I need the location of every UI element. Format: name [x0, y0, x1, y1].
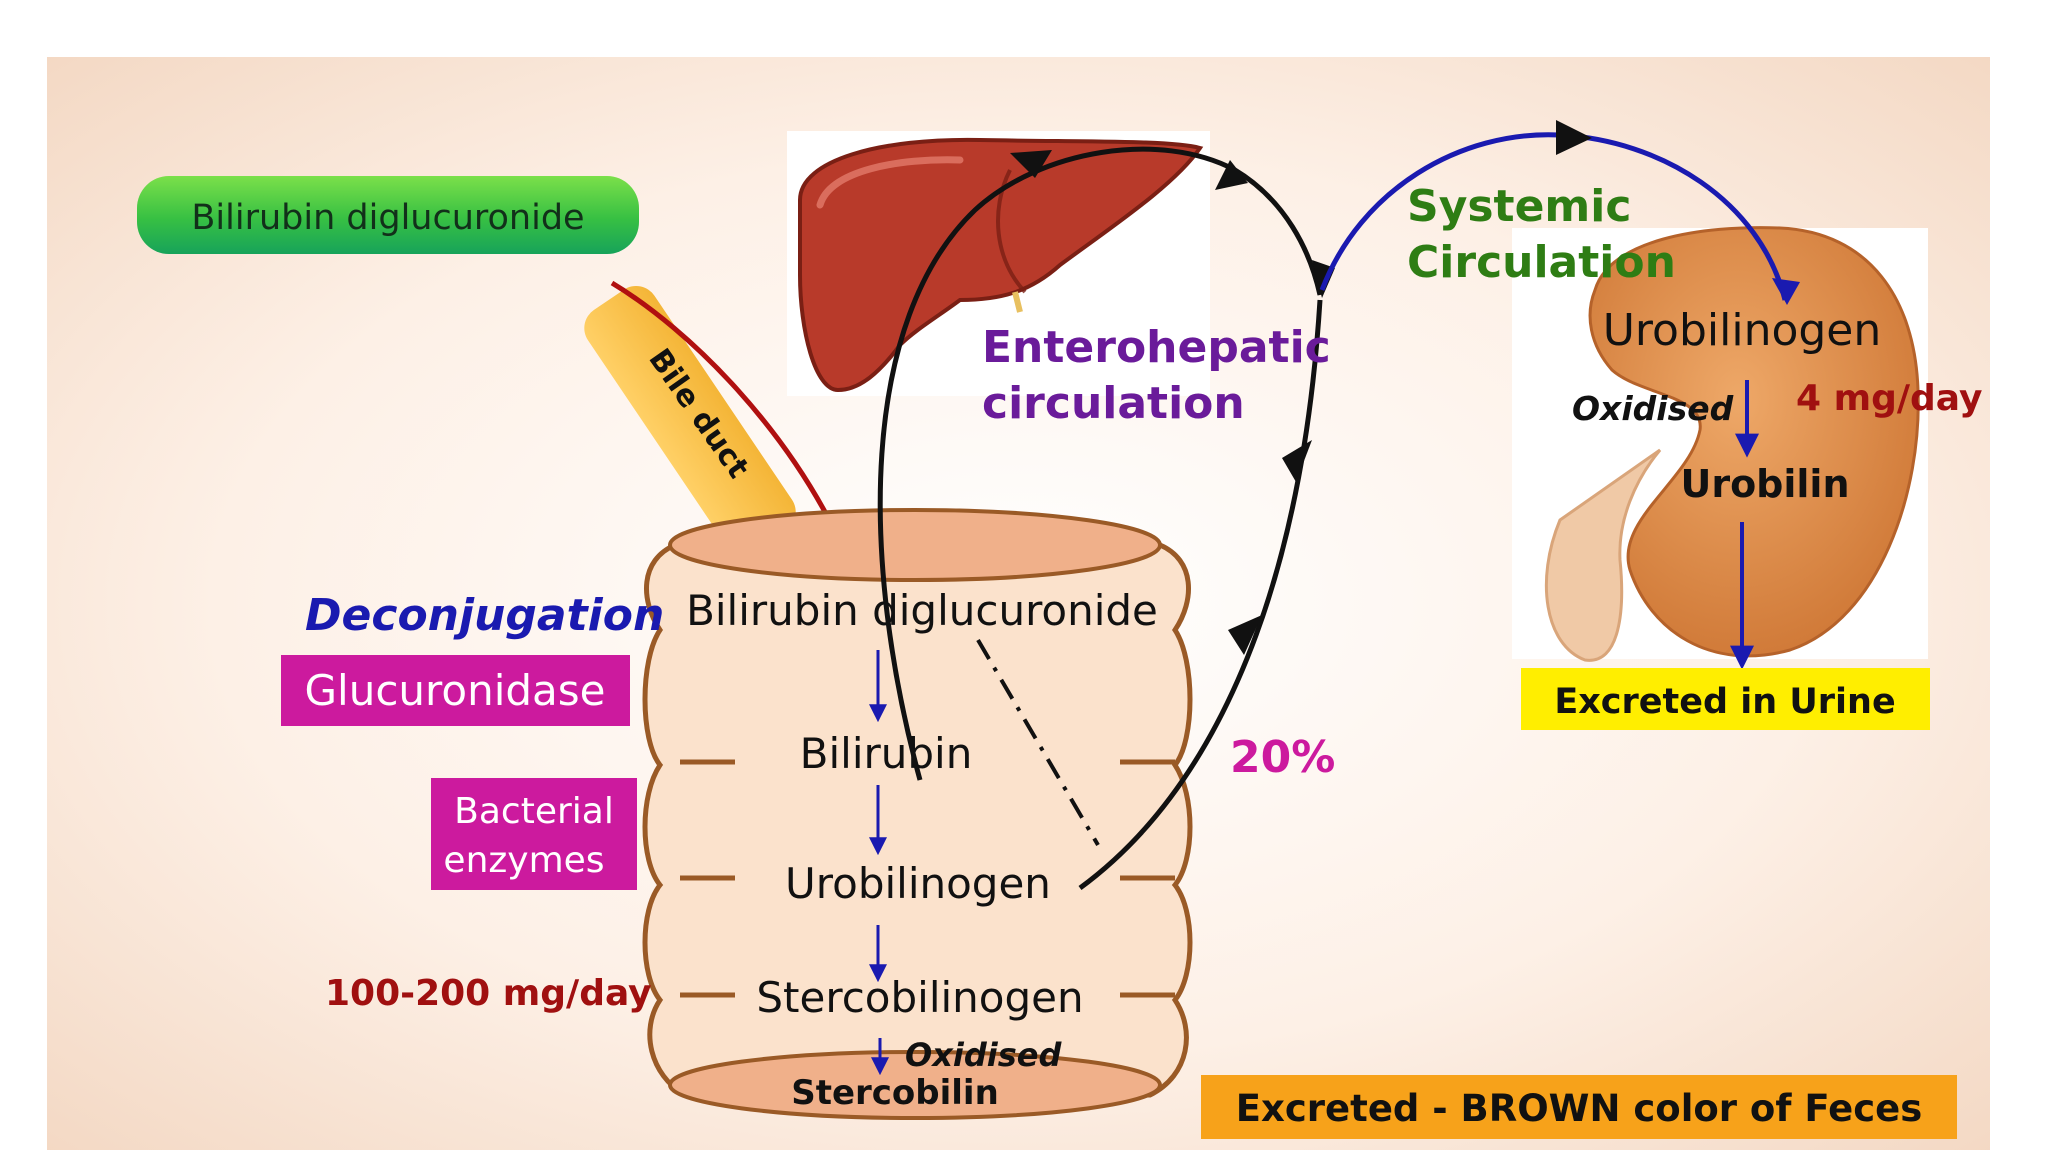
kidney-urobilin: Urobilin: [1680, 462, 1849, 506]
systemic-label-line1: Systemic: [1407, 181, 1631, 232]
excreted-urine-box: Excreted in Urine: [1521, 668, 1930, 730]
glucuronidase-label: Glucuronidase: [305, 666, 606, 715]
pill-label: Bilirubin diglucuronide: [191, 198, 584, 238]
step-stercobilin: Stercobilin: [791, 1073, 999, 1113]
excreted-feces-label: Excreted - BROWN color of Feces: [1236, 1087, 1923, 1130]
excreted-feces-box: Excreted - BROWN color of Feces: [1201, 1075, 1957, 1139]
kidney-urobilinogen: Urobilinogen: [1603, 305, 1882, 356]
enterohepatic-arrow-to-liver: [877, 146, 1323, 781]
reabsorption-arrow: [1078, 299, 1323, 891]
enterohepatic-label-line2: circulation: [982, 378, 1245, 429]
bacterial-enzymes-box: Bacterial enzymes: [431, 778, 637, 890]
kidney-oxidised: Oxidised: [1572, 389, 1734, 428]
bilirubin-diglucuronide-pill: Bilirubin diglucuronide: [137, 176, 639, 254]
step-bilirubin: Bilirubin: [800, 729, 973, 778]
excreted-urine-label: Excreted in Urine: [1554, 682, 1895, 722]
intestine-oxidised-label: Oxidised: [905, 1036, 1062, 1074]
bacterial-enzymes-line2: enzymes: [443, 840, 604, 881]
bacterial-enzymes-line1: Bacterial: [454, 791, 614, 832]
enterohepatic-label-line1: Enterohepatic: [982, 322, 1331, 373]
feces-daily-amount: 100-200 mg/day: [325, 973, 652, 1014]
dash-dot-line: [976, 638, 1100, 847]
urine-daily-amount: 4 mg/day: [1796, 378, 1982, 419]
intestine-step-arrows: [869, 650, 889, 1076]
liver-image: [787, 131, 1210, 396]
intestine-diagram: [642, 508, 1193, 1120]
reabsorbed-percent: 20%: [1230, 732, 1335, 783]
intestine-top-opening: [668, 508, 1162, 582]
glucuronidase-box: Glucuronidase: [281, 655, 630, 726]
step-stercobilinogen: Stercobilinogen: [756, 973, 1083, 1022]
step-bilirubin-diglucuronide: Bilirubin diglucuronide: [686, 586, 1158, 635]
intestine-bottom-opening: [668, 1050, 1162, 1120]
step-urobilinogen: Urobilinogen: [785, 859, 1051, 908]
deconjugation-label: Deconjugation: [305, 590, 664, 641]
systemic-label-line2: Circulation: [1407, 237, 1676, 288]
kidney-image: [1512, 226, 1928, 662]
